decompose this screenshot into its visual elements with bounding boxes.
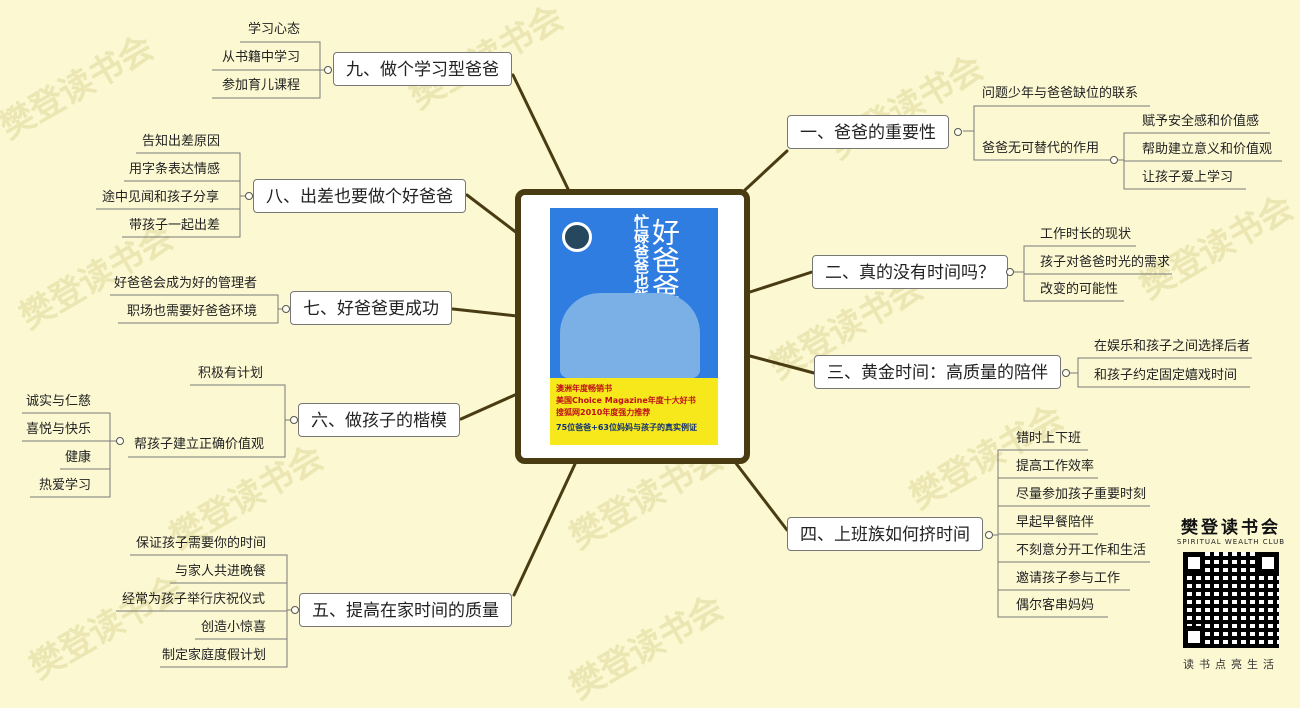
subtopic[interactable]: 问题少年与爸爸缺位的联系 [982, 86, 1139, 101]
branch-node-8[interactable]: 八、出差也要做个好爸爸 [253, 179, 466, 213]
subtopic[interactable]: 偶尔客串妈妈 [1016, 598, 1095, 613]
subtopic[interactable]: 不刻意分开工作和生活 [1016, 543, 1147, 558]
subtopic[interactable]: 积极有计划 [198, 366, 264, 381]
collapse-toggle-icon[interactable] [1062, 369, 1070, 377]
brand-name: 樊登读书会 [1181, 518, 1281, 538]
subtopic[interactable]: 好爸爸会成为好的管理者 [114, 276, 258, 291]
subtopic[interactable]: 制定家庭度假计划 [162, 648, 267, 663]
brand-english: SPIRITUAL WEALTH CLUB [1176, 538, 1286, 546]
subtopic[interactable]: 健康 [65, 450, 92, 465]
subtopic[interactable]: 学习心态 [248, 22, 301, 37]
subtopic[interactable]: 喜悦与快乐 [26, 422, 92, 437]
branch-node-1[interactable]: 一、爸爸的重要性 [787, 115, 949, 149]
subtopic[interactable]: 错时上下班 [1016, 431, 1082, 446]
brand-logo: 樊登读书会 SPIRITUAL WEALTH CLUB 读书点亮生活 [1176, 513, 1286, 672]
branch-node-9[interactable]: 九、做个学习型爸爸 [333, 52, 512, 86]
subtopic[interactable]: 改变的可能性 [1040, 282, 1119, 297]
subtopic[interactable]: 创造小惊喜 [201, 620, 267, 635]
connector-b2 [748, 270, 814, 294]
collapse-toggle-icon[interactable] [954, 128, 962, 136]
connector-b8 [465, 193, 519, 235]
branch-node-7[interactable]: 七、好爸爸更成功 [290, 291, 452, 325]
book-tagline: 75位爸爸+63位妈妈与孩子的真实例证 [556, 423, 697, 432]
subtopic[interactable]: 与家人共进晚餐 [175, 564, 267, 579]
book-badge: 美国Choice Magazine年度十大好书 [556, 396, 696, 405]
connector-b6 [459, 392, 519, 421]
book-badge: 搜狐网2010年度强力推荐 [556, 408, 651, 417]
qr-code-icon [1183, 552, 1279, 648]
subtopic[interactable]: 早起早餐陪伴 [1016, 515, 1095, 530]
connector-b1 [743, 149, 789, 192]
collapse-toggle-icon[interactable] [1110, 156, 1118, 164]
subtopic[interactable]: 告知出差原因 [142, 134, 221, 149]
collapse-toggle-icon[interactable] [290, 416, 298, 424]
subtopic[interactable]: 热爱学习 [39, 478, 92, 493]
subtopic[interactable]: 在娱乐和孩子之间选择后者 [1094, 339, 1251, 354]
subtopic[interactable]: 带孩子一起出差 [129, 218, 221, 233]
collapse-toggle-icon[interactable] [116, 437, 124, 445]
subtopic[interactable]: 爸爸无可替代的作用 [982, 141, 1100, 156]
branch-node-2[interactable]: 二、真的没有时间吗？ [812, 255, 1008, 289]
connector-b7 [451, 307, 519, 318]
subtopic[interactable]: 工作时长的现状 [1040, 227, 1132, 242]
collapse-toggle-icon[interactable] [1006, 268, 1014, 276]
connector-b4 [733, 460, 789, 532]
branch-node-4[interactable]: 四、上班族如何挤时间 [787, 517, 983, 551]
brand-slogan: 读书点亮生活 [1183, 658, 1279, 671]
subtopic[interactable]: 途中见闻和孩子分享 [102, 190, 220, 205]
subtopic[interactable]: 经常为孩子举行庆祝仪式 [122, 592, 266, 607]
collapse-toggle-icon[interactable] [985, 531, 993, 539]
book-subtitle: 忙碌爸爸也能做 [632, 214, 650, 319]
book-band: 澳洲年度畅销书 美国Choice Magazine年度十大好书 搜狐网2010年… [550, 378, 718, 445]
subtopic[interactable]: 保证孩子需要你的时间 [136, 536, 267, 551]
subtopic[interactable]: 尽量参加孩子重要时刻 [1016, 487, 1147, 502]
subtopic[interactable]: 诚实与仁慈 [26, 394, 92, 409]
book-title: 好爸爸 [648, 218, 681, 302]
subtopic[interactable]: 邀请孩子参与工作 [1016, 571, 1121, 586]
father-son-photo [560, 293, 700, 378]
collapse-toggle-icon[interactable] [245, 192, 253, 200]
collapse-toggle-icon[interactable] [282, 305, 290, 313]
collapse-toggle-icon[interactable] [324, 66, 332, 74]
subtopic[interactable]: 参加育儿课程 [222, 78, 301, 93]
subtopic[interactable]: 提高工作效率 [1016, 459, 1095, 474]
connector-b3 [748, 354, 816, 375]
connector-b5 [512, 462, 577, 597]
subtopic[interactable]: 和孩子约定固定嬉戏时间 [1094, 368, 1238, 383]
subtopic[interactable]: 从书籍中学习 [222, 50, 301, 65]
collapse-toggle-icon[interactable] [291, 606, 299, 614]
branch-node-6[interactable]: 六、做孩子的楷模 [298, 403, 460, 437]
connector-b9 [511, 73, 570, 191]
branch-node-5[interactable]: 五、提高在家时间的质量 [299, 593, 512, 627]
subtopic[interactable]: 让孩子爱上学习 [1142, 170, 1234, 185]
subtopic[interactable]: 帮孩子建立正确价值观 [134, 437, 265, 452]
subtopic[interactable]: 帮助建立意义和价值观 [1142, 142, 1273, 157]
clock-icon [562, 222, 592, 252]
subtopic[interactable]: 赋予安全感和价值感 [1142, 114, 1260, 129]
subtopic[interactable]: 孩子对爸爸时光的需求 [1040, 255, 1171, 270]
subtopic[interactable]: 职场也需要好爸爸环境 [127, 304, 258, 319]
branch-node-3[interactable]: 三、黄金时间：高质量的陪伴 [814, 355, 1061, 389]
subtopic[interactable]: 用字条表达情感 [129, 162, 221, 177]
book-cover-image: 忙碌爸爸也能做 好爸爸 澳洲年度畅销书 美国Choice Magazine年度十… [550, 208, 718, 445]
book-badge: 澳洲年度畅销书 [556, 384, 612, 393]
